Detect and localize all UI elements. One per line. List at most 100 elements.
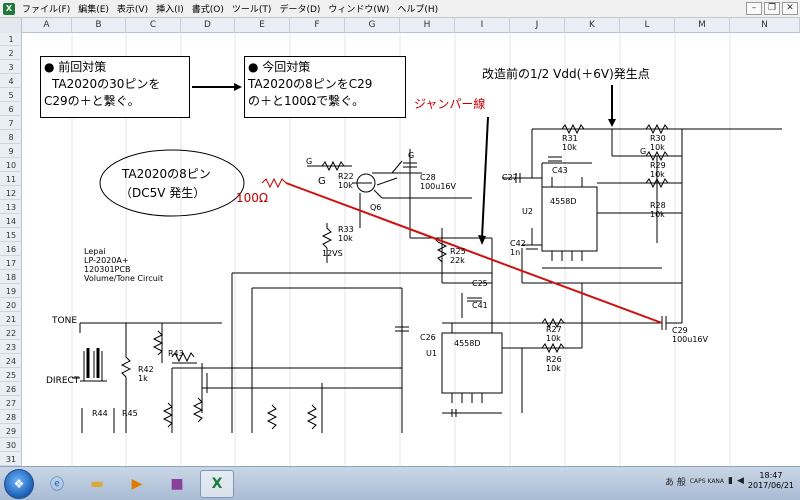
menu-data[interactable]: データ(D) xyxy=(279,5,321,15)
column-header: A B C D E F G H I J K L M N xyxy=(0,18,800,33)
c41-label: C41 xyxy=(472,301,488,310)
c28-label: C28 xyxy=(420,173,436,182)
row-header-4[interactable]: 4 xyxy=(0,75,22,88)
row-header-2[interactable]: 2 xyxy=(0,47,22,60)
row-header-7[interactable]: 7 xyxy=(0,117,22,130)
select-all-corner[interactable] xyxy=(0,18,22,33)
row-header-19[interactable]: 19 xyxy=(0,285,22,298)
row-header-5[interactable]: 5 xyxy=(0,89,22,102)
v12-label: 12VS xyxy=(322,249,343,258)
c43-label: C43 xyxy=(552,166,568,175)
clock-date: 2017/06/21 xyxy=(747,481,794,490)
col-header-c[interactable]: C xyxy=(126,18,181,33)
r26-label: R26 xyxy=(546,355,562,364)
excel-taskbar-icon[interactable]: X xyxy=(200,469,234,498)
row-header-3[interactable]: 3 xyxy=(0,61,22,74)
r25-value: 22k xyxy=(450,256,465,265)
row-header-29[interactable]: 29 xyxy=(0,425,22,438)
media-player-icon[interactable]: ▶ xyxy=(131,475,143,492)
row-header-26[interactable]: 26 xyxy=(0,383,22,396)
col-header-j[interactable]: J xyxy=(510,18,565,33)
u1-label: U1 xyxy=(426,349,437,358)
r42-value: 1k xyxy=(138,374,148,383)
col-header-b[interactable]: B xyxy=(72,18,126,33)
c29-value: 100u16V xyxy=(672,335,708,344)
minimize-icon[interactable]: – xyxy=(746,2,762,15)
menu-tools[interactable]: ツール(T) xyxy=(231,5,272,15)
app-icon[interactable]: ■ xyxy=(170,475,184,492)
col-header-d[interactable]: D xyxy=(181,18,235,33)
schematic-wires xyxy=(72,83,782,433)
r45-label: R45 xyxy=(122,409,138,418)
col-header-g[interactable]: G xyxy=(345,18,400,33)
menu-insert[interactable]: 挿入(I) xyxy=(156,5,184,15)
row-header-15[interactable]: 15 xyxy=(0,229,22,242)
row-header-31[interactable]: 31 xyxy=(0,453,22,466)
jumper-label: ジャンパー線 xyxy=(414,97,486,111)
restore-icon[interactable]: ❐ xyxy=(764,2,780,15)
row-header-27[interactable]: 27 xyxy=(0,397,22,410)
row-header-9[interactable]: 9 xyxy=(0,145,22,158)
g-label-3: G xyxy=(408,151,415,160)
row-header-12[interactable]: 12 xyxy=(0,187,22,200)
row-header-21[interactable]: 21 xyxy=(0,313,22,326)
row-header-8[interactable]: 8 xyxy=(0,131,22,144)
col-header-a[interactable]: A xyxy=(22,18,72,33)
row-header-20[interactable]: 20 xyxy=(0,299,22,312)
clock[interactable]: 18:47 2017/06/21 xyxy=(748,471,794,491)
col-header-n[interactable]: N xyxy=(730,18,800,33)
c42-label: C42 xyxy=(510,239,526,248)
col-header-l[interactable]: L xyxy=(620,18,675,33)
menu-edit[interactable]: 編集(E) xyxy=(78,5,109,15)
close-icon[interactable]: ✕ xyxy=(782,2,798,15)
row-header-18[interactable]: 18 xyxy=(0,271,22,284)
menu-file[interactable]: ファイル(F) xyxy=(22,5,71,15)
prev-measure-title: ● 前回対策 xyxy=(44,60,107,74)
browser-icon[interactable]: ⓔ xyxy=(50,476,64,493)
start-button[interactable]: ❖ xyxy=(4,468,34,499)
volume-icon[interactable]: ◀ xyxy=(736,476,744,486)
board-label-2: LP-2020A+ xyxy=(84,256,129,265)
row-header-23[interactable]: 23 xyxy=(0,341,22,354)
row-header-16[interactable]: 16 xyxy=(0,243,22,256)
c27-label: C27 xyxy=(502,173,518,182)
menu-help[interactable]: ヘルプ(H) xyxy=(397,5,439,15)
col-header-f[interactable]: F xyxy=(290,18,345,33)
row-header-13[interactable]: 13 xyxy=(0,201,22,214)
row-header-25[interactable]: 25 xyxy=(0,369,22,382)
r25-label: R25 xyxy=(450,247,466,256)
c25-label: C25 xyxy=(472,279,488,288)
row-header-6[interactable]: 6 xyxy=(0,103,22,116)
col-header-e[interactable]: E xyxy=(235,18,290,33)
vdd-label: 改造前の1/2 Vdd(＋6V)発生点 xyxy=(482,67,650,81)
row-header-22[interactable]: 22 xyxy=(0,327,22,340)
row-header-11[interactable]: 11 xyxy=(0,173,22,186)
menu-window[interactable]: ウィンドウ(W) xyxy=(328,5,390,15)
taskbar: ❖ ⓔ ▬ ▶ ■ X あ 般 CAPS KANA ▮ ◀ 18:47 2017… xyxy=(0,466,800,500)
network-icon[interactable]: ▮ xyxy=(728,476,733,486)
row-header-10[interactable]: 10 xyxy=(0,159,22,172)
u1-chip-label: 4558D xyxy=(454,339,481,348)
row-header-14[interactable]: 14 xyxy=(0,215,22,228)
current-measure-line2: の＋と100Ωで繋ぐ。 xyxy=(248,94,365,108)
menu-format[interactable]: 書式(O) xyxy=(191,5,224,15)
tone-switch xyxy=(86,348,100,378)
worksheet[interactable]: ● 前回対策 TA2020の30ピンを C29の＋と繋ぐ。 ● 今回対策 TA2… xyxy=(22,33,800,466)
row-header-17[interactable]: 17 xyxy=(0,257,22,270)
c26-label: C26 xyxy=(420,333,436,342)
col-header-i[interactable]: I xyxy=(455,18,510,33)
menu-view[interactable]: 表示(V) xyxy=(116,5,149,15)
col-header-k[interactable]: K xyxy=(565,18,620,33)
col-header-m[interactable]: M xyxy=(675,18,730,33)
row-header-1[interactable]: 1 xyxy=(0,33,22,46)
row-header-30[interactable]: 30 xyxy=(0,439,22,452)
excel-icon[interactable]: X xyxy=(3,2,15,15)
c29-label: C29 xyxy=(672,326,688,335)
row-header-28[interactable]: 28 xyxy=(0,411,22,424)
col-header-h[interactable]: H xyxy=(400,18,455,33)
r31-value: 10k xyxy=(562,143,577,152)
row-header-24[interactable]: 24 xyxy=(0,355,22,368)
ime-indicator[interactable]: あ 般 xyxy=(664,477,686,488)
folder-icon[interactable]: ▬ xyxy=(90,475,104,492)
